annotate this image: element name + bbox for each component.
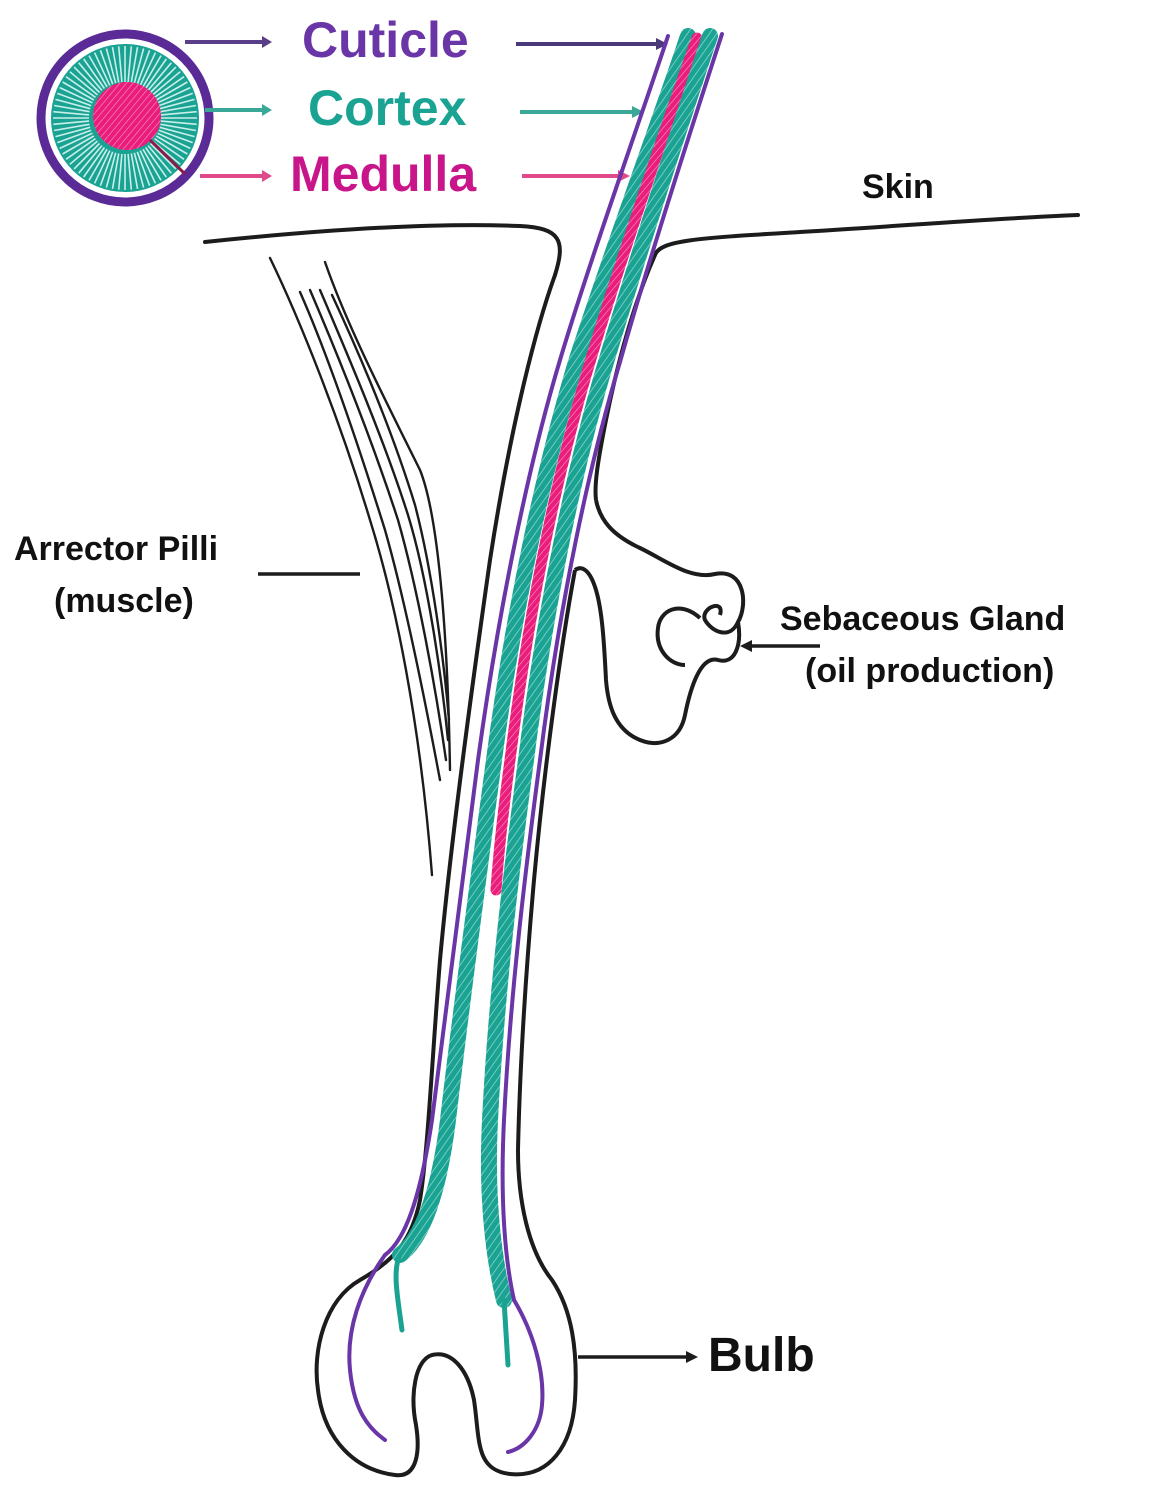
- sebaceous-gland-label-line1: Sebaceous Gland: [780, 600, 1065, 639]
- sebaceous-gland-label-line2: (oil production): [805, 652, 1054, 691]
- arrector-pili-muscle: [270, 258, 450, 875]
- skin-label: Skin: [862, 168, 934, 207]
- medulla-label: Medulla: [290, 146, 476, 204]
- cortex-label: Cortex: [308, 80, 466, 138]
- bulb-cortex-right: [504, 1300, 508, 1365]
- sebaceous-gland: [575, 500, 743, 743]
- bulb-cuticle-right: [508, 1300, 542, 1452]
- arrector-pili-label-line1: Arrector Pilli: [14, 530, 218, 569]
- arrector-pili-label-line2: (muscle): [54, 582, 194, 621]
- bulb-cortex-left: [396, 1255, 402, 1330]
- bulb-label: Bulb: [708, 1328, 815, 1383]
- hair-cross-section: [41, 34, 209, 202]
- cuticle-label: Cuticle: [302, 12, 469, 70]
- follicle-outline-left: [317, 275, 576, 1475]
